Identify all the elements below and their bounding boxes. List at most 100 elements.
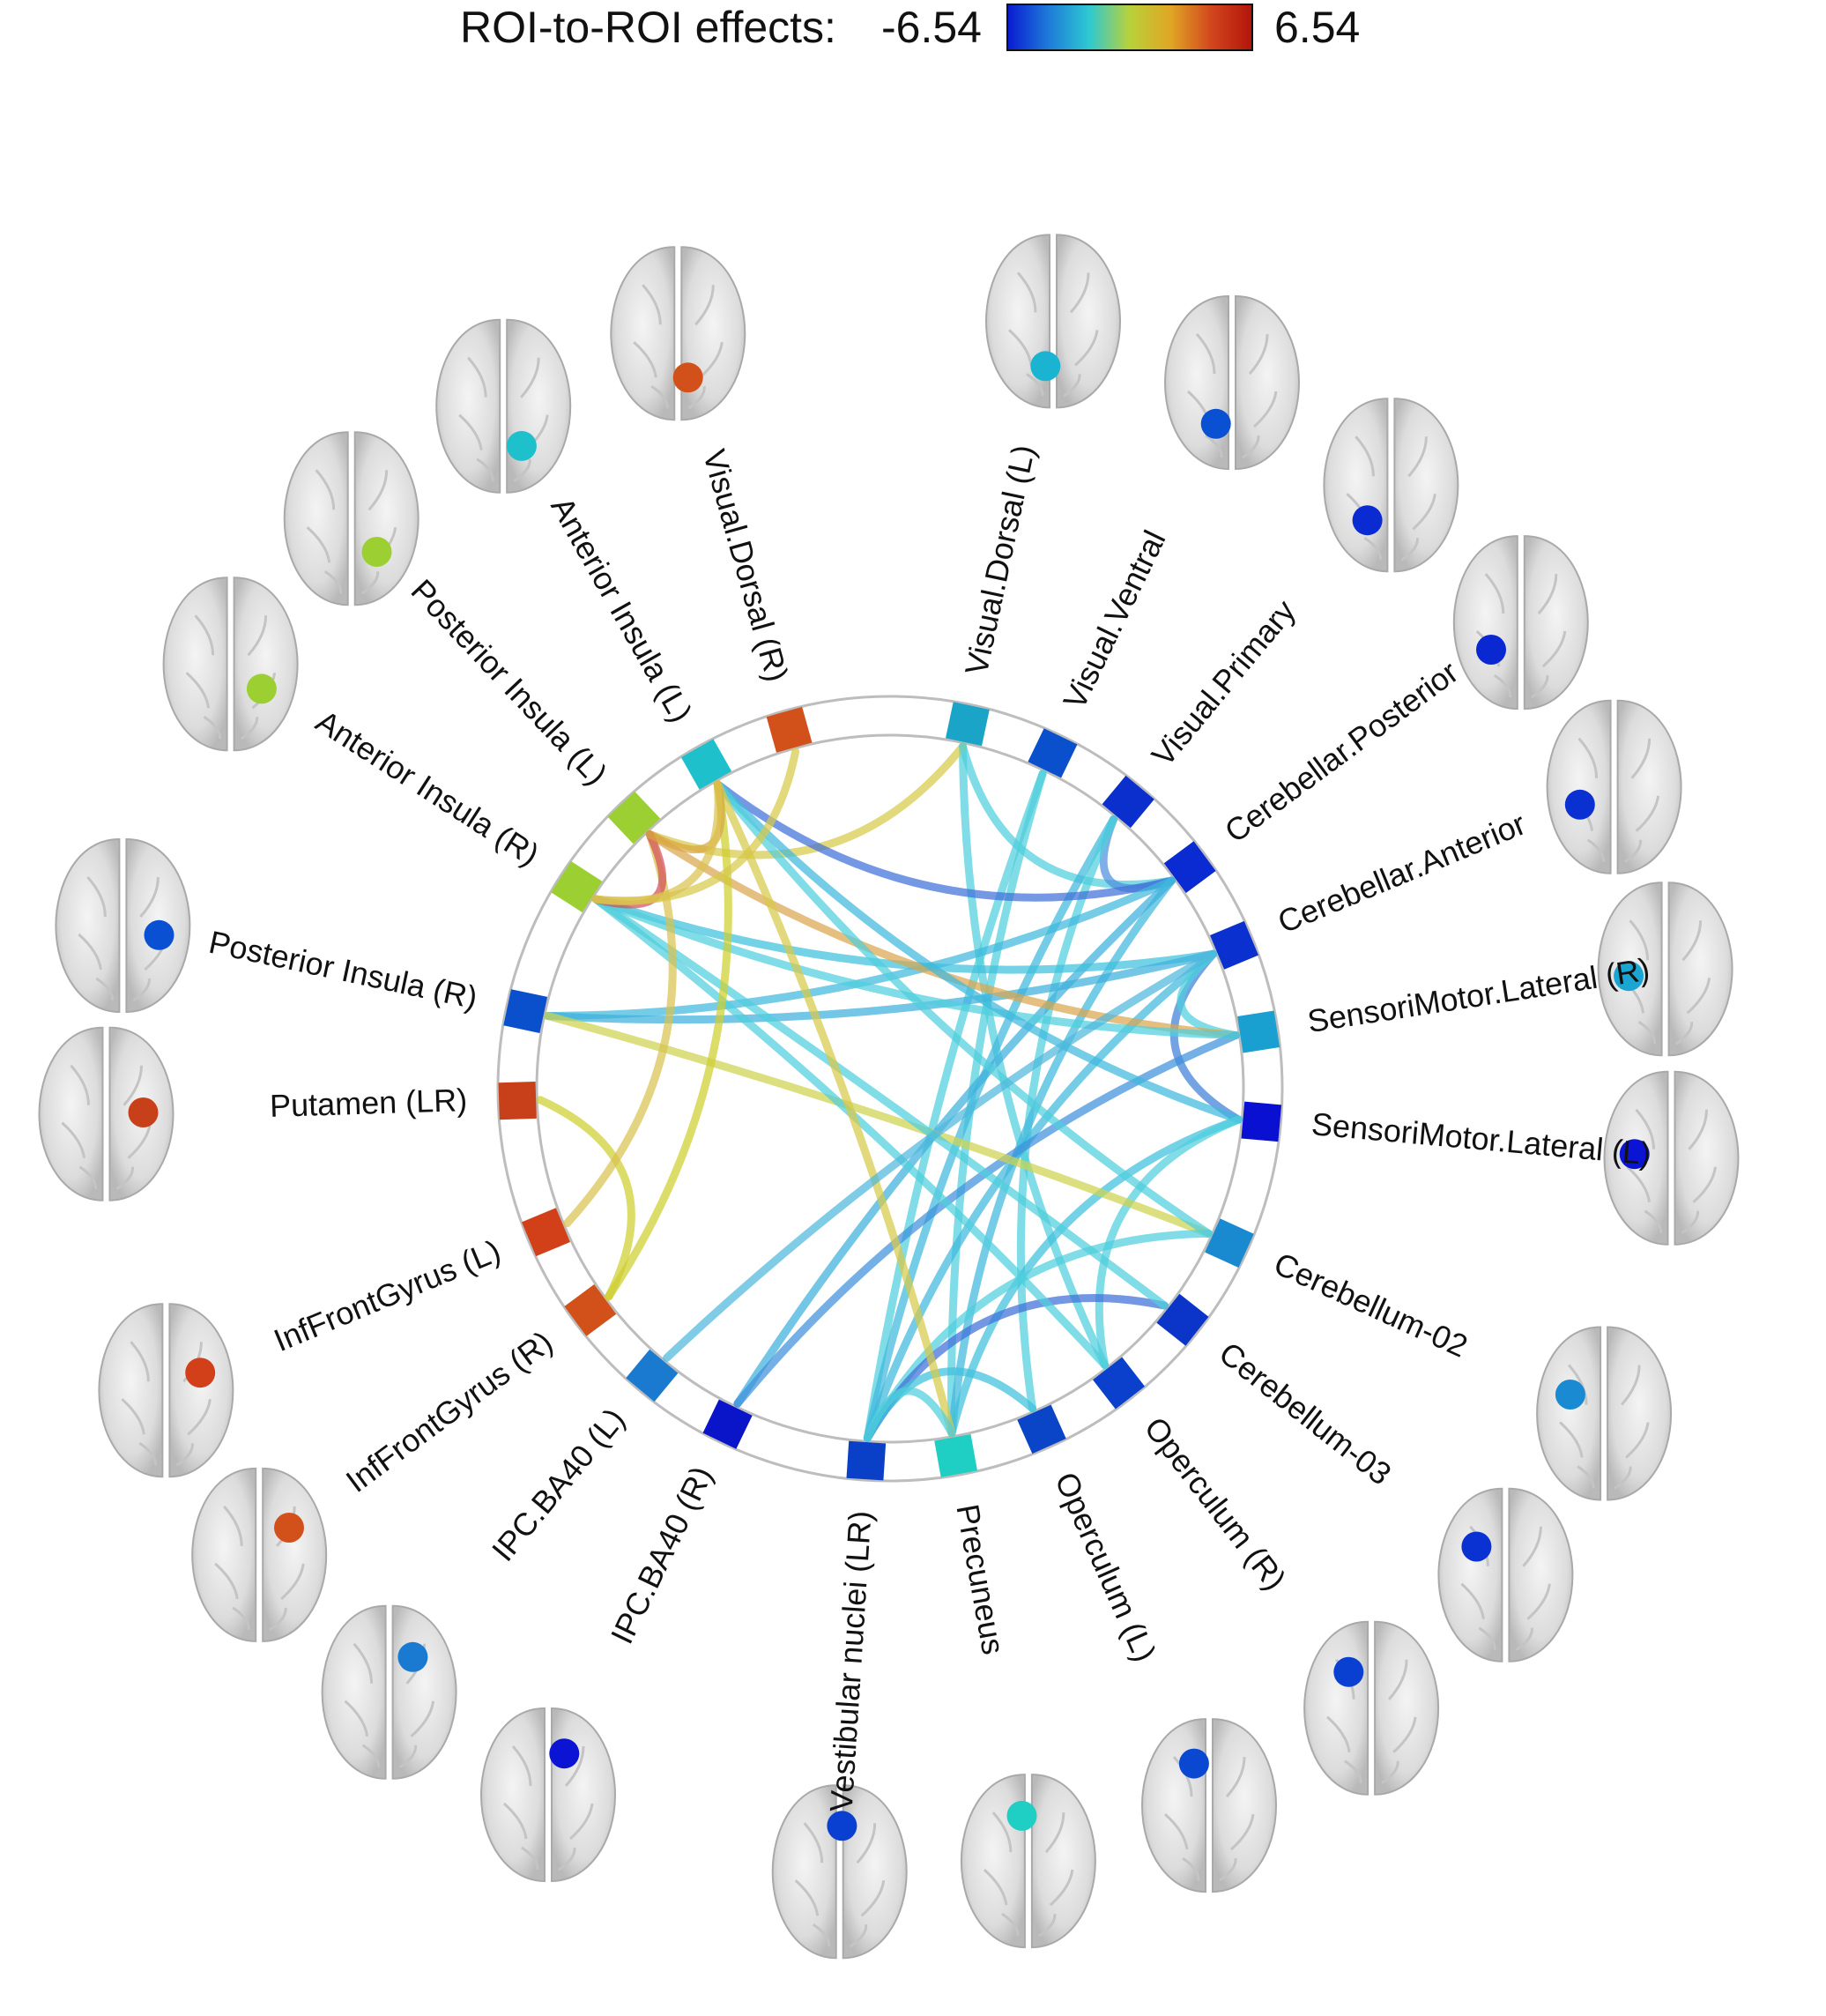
brain-roi-dot [549,1738,580,1769]
brain-thumbnail-cerebellum-02 [1536,1326,1673,1501]
brain-sulcus [410,1700,435,1737]
brain-sulcus [247,615,268,657]
roi-node-vestibular-nuclei-lr [846,1440,887,1481]
brain-sulcus [983,1868,1008,1906]
brain-sulcus [467,356,487,398]
brain-sulcus [1577,737,1599,778]
brain-sulcus [1530,674,1549,699]
brain-sulcus [121,1398,145,1435]
roi-label-cerebellum-03: Cerebellum-03 [1213,1335,1399,1492]
brain-roi-dot [185,1358,216,1388]
brain-sulcus [1026,373,1044,397]
brain-thumbnail-cerebellum-03 [1437,1487,1574,1663]
roi-node-visual-dorsal-l [945,702,990,747]
roi-label-putamen-lr: Putamen (LR) [269,1082,467,1124]
roi-label-anterior-insula-l: Anterior Insula (L) [544,491,700,728]
brain-thumbnail-precuneus [960,1774,1096,1949]
brain-roi-dot [1200,408,1231,439]
brain-right-hemisphere [233,577,299,752]
brain-thumbnail-posterior-insula-l [283,431,419,606]
connection-sensorimotor-lateral-l-to-operculum-r [1095,1115,1243,1369]
brain-right-hemisphere [391,1604,457,1780]
brain-sulcus [1623,839,1643,864]
brain-thumbnail-visual-ventral [1163,294,1301,471]
roi-label-inffrontgyrus-l: InfFrontGyrus (L) [269,1232,506,1358]
roi-label-visual-dorsal-r: Visual.Dorsal (R) [696,445,796,685]
brain-thumbnail-ipc-ba40-l [321,1604,457,1780]
brain-sulcus [1016,272,1037,313]
roi-node-anterior-insula-l [680,739,732,790]
roi-label-inffrontgyrus-r: InfFrontGyrus (R) [339,1323,560,1499]
brain-sulcus [1692,1166,1717,1203]
brain-roi-dot [397,1641,428,1672]
brain-left-hemisphere [283,431,349,606]
brain-left-hemisphere [435,318,501,494]
roi-node-operculum-r [1093,1357,1145,1410]
brain-sulcus [1515,1627,1533,1651]
brain-sulcus [1681,1210,1700,1235]
roi-nodes [498,702,1282,1481]
connection-cerebellar-anterior-to-vestibular-nuclei-lr [863,949,1217,1442]
roi-label-sensorimotor-lateral-l: SensoriMotor.Lateral (L) [1310,1105,1652,1172]
roi-label-anterior-insula-r: Anterior Insula (R) [309,703,546,873]
brain-left-hemisphere [1323,398,1389,573]
roi-ring [496,695,1284,1483]
brain-sulcus [1326,1715,1351,1753]
brain-left-hemisphere [1163,294,1229,471]
roi-label-visual-ventral: Visual.Ventral [1056,524,1172,714]
brain-roi-dot [246,673,277,704]
connection-visual-primary-to-cerebellar-posterior [1099,815,1176,893]
connection-cerebellum-02-to-posterior-insula-r [544,1012,1213,1238]
brain-left-hemisphere [960,1774,1026,1949]
brain-sulcus [1063,374,1081,398]
brain-right-hemisphere [1508,1487,1574,1663]
brain-sulcus [849,1924,868,1948]
ring-outer [496,695,1284,1483]
brain-left-hemisphere [1437,1487,1503,1663]
connection-cerebellar-anterior-to-posterior-insula-r [544,949,1217,1024]
connection-inffrontgyrus-r-to-anterior-insula-l [605,780,732,1301]
brain-right-hemisphere [1056,234,1122,409]
brain-sulcus [95,977,114,1001]
brain-sulcus [232,1606,250,1631]
brain-roi-dot [506,430,537,461]
brain-sulcus [1038,1913,1057,1938]
connection-ipc-ba40-l-to-cerebellar-anterior [663,949,1217,1362]
brain-sulcus [856,1823,877,1864]
brain-right-hemisphere [1212,1718,1278,1893]
brain-left-hemisphere [98,1303,164,1478]
brain-sulcus [187,1398,212,1436]
brain-left-hemisphere [191,1467,257,1642]
roi-label-cerebellar-anterior: Cerebellar.Anterior [1273,805,1531,940]
brain-sulcus [1644,1209,1663,1233]
brain-roi-dot [672,362,703,393]
brain-sulcus [269,1607,287,1632]
roi-node-posterior-insula-r [503,989,548,1034]
roi-label-operculum-r: Operculum (R) [1138,1410,1294,1597]
roi-node-visual-primary [1102,775,1154,829]
brain-roi-dot [274,1513,304,1543]
brain-sulcus [1686,978,1711,1015]
brain-sulcus [1586,838,1606,862]
brain-sulcus [1541,630,1567,668]
brain-left-hemisphere [38,1026,104,1201]
brain-sulcus [353,1642,374,1684]
roi-node-sensorimotor-lateral-r [1237,1010,1280,1053]
brain-roi-dot [1030,351,1061,382]
brain-right-hemisphere [1030,1774,1096,1949]
brain-left-hemisphere [1452,535,1518,710]
roi-label-posterior-insula-r: Posterior Insula (R) [206,924,481,1016]
brain-sulcus [991,1811,1013,1853]
brain-sulcus [513,458,531,482]
roi-label-operculum-l: Operculum (L) [1048,1467,1163,1667]
brain-sulcus [1387,1659,1408,1700]
brain-sulcus [642,284,662,325]
roi-node-anterior-insula-r [551,860,603,913]
brain-sulcus [86,876,107,918]
brain-sulcus [1577,1465,1595,1489]
brain-right-hemisphere [842,1784,908,1960]
brain-sulcus [1614,1466,1632,1490]
brain-sulcus [175,1443,194,1467]
brain-right-hemisphere [262,1467,328,1642]
